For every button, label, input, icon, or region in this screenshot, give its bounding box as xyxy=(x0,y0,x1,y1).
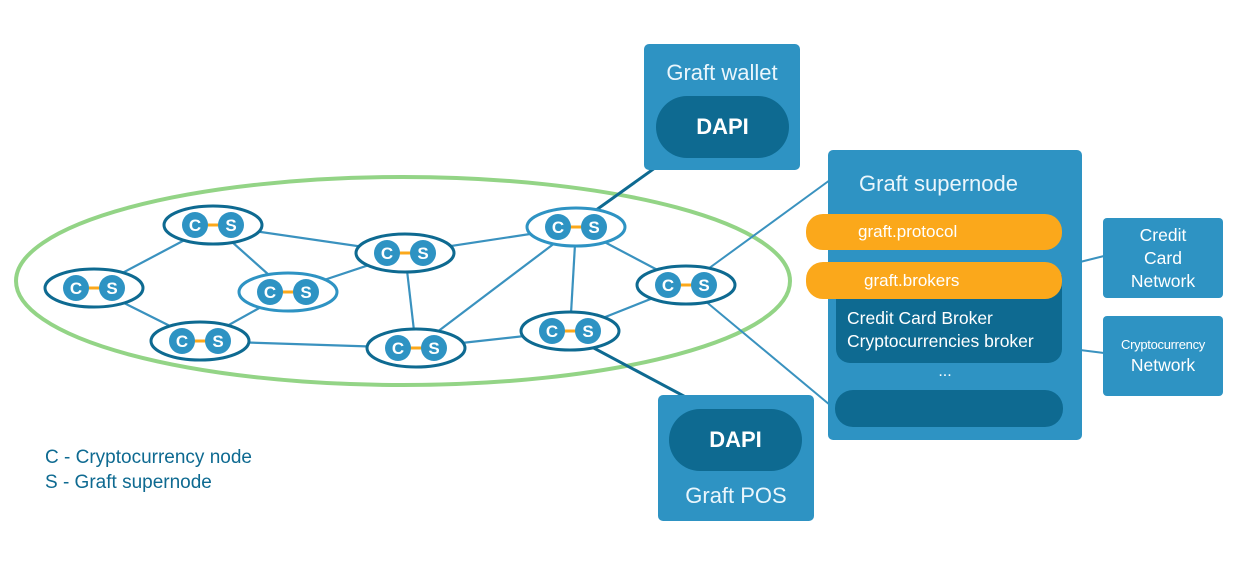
node-letter-c: C xyxy=(176,332,188,351)
supernode-circle xyxy=(205,328,231,354)
node-letter-s: S xyxy=(225,216,236,235)
cryptocurrency-node-circle xyxy=(182,212,208,238)
network-ring xyxy=(14,175,792,387)
cryptocurrency-node-circle xyxy=(545,214,571,240)
cryptocurrency-network-line-2: Network xyxy=(1130,354,1196,375)
supernode-ellipsis: ... xyxy=(938,363,952,380)
credit-card-network-line-2: Card xyxy=(1144,247,1182,268)
node-letter-s: S xyxy=(428,339,439,358)
graft-pos-box: DAPI Graft POS xyxy=(658,395,814,521)
supernode-circle xyxy=(581,214,607,240)
credit-card-network-line-1: Credit xyxy=(1139,224,1187,245)
cryptocurrency-network-line-1: Cryptocurrency xyxy=(1121,336,1205,352)
graft-protocol-bar[interactable]: graft.protocol xyxy=(806,214,1062,250)
credit-card-network-box: Credit Card Network xyxy=(1103,218,1223,298)
cryptocurrency-node-circle xyxy=(539,318,565,344)
credit-card-network-line-3: Network xyxy=(1130,270,1196,291)
graft-supernode-title: Graft supernode xyxy=(859,171,1018,196)
graft-brokers-bar[interactable]: graft.brokers xyxy=(806,262,1062,299)
node-letter-s: S xyxy=(300,283,311,302)
cryptocurrency-node-circle xyxy=(655,272,681,298)
node-letter-s: S xyxy=(417,244,428,263)
node-letter-s: S xyxy=(212,332,223,351)
supernode-circle xyxy=(218,212,244,238)
graft-wallet-box: Graft wallet DAPI xyxy=(644,44,800,170)
cryptocurrency-node-circle xyxy=(257,279,283,305)
supernode-circle xyxy=(421,335,447,361)
node-letter-c: C xyxy=(552,218,564,237)
supernode-circle xyxy=(410,240,436,266)
node-letter-c: C xyxy=(381,244,393,263)
node-letter-c: C xyxy=(70,279,82,298)
graft-supernode-box: Graft supernode graft.protocol graft.bro… xyxy=(806,150,1082,440)
graft-pos-dapi[interactable]: DAPI xyxy=(669,409,802,471)
cryptocurrency-network-box: Cryptocurrency Network xyxy=(1103,316,1223,396)
supernode-circle xyxy=(691,272,717,298)
cryptocurrency-node-circle xyxy=(169,328,195,354)
node-letter-c: C xyxy=(662,276,674,295)
supernode-circle xyxy=(575,318,601,344)
graft-pos-title: Graft POS xyxy=(685,483,787,508)
node-letter-c: C xyxy=(189,216,201,235)
legend-graft-supernode: S - Graft supernode xyxy=(45,472,212,493)
supernode-empty-slot xyxy=(835,390,1063,427)
graft-wallet-dapi[interactable]: DAPI xyxy=(656,96,789,158)
cryptocurrency-node-circle xyxy=(374,240,400,266)
node-letter-s: S xyxy=(588,218,599,237)
cryptocurrency-node-circle xyxy=(63,275,89,301)
node-letter-s: S xyxy=(698,276,709,295)
cryptocurrency-node-circle xyxy=(385,335,411,361)
graft-wallet-title: Graft wallet xyxy=(666,60,778,85)
cryptocurrencies-broker-label: Cryptocurrencies broker xyxy=(847,331,1034,351)
node-letter-c: C xyxy=(546,322,558,341)
legend-cryptocurrency-node: C - Cryptocurrency node xyxy=(45,447,252,468)
node-letter-c: C xyxy=(264,283,276,302)
node-letter-s: S xyxy=(106,279,117,298)
node-letter-s: S xyxy=(582,322,593,341)
supernode-circle xyxy=(99,275,125,301)
node-letter-c: C xyxy=(392,339,404,358)
credit-card-broker-label: Credit Card Broker xyxy=(847,308,993,328)
supernode-circle xyxy=(293,279,319,305)
